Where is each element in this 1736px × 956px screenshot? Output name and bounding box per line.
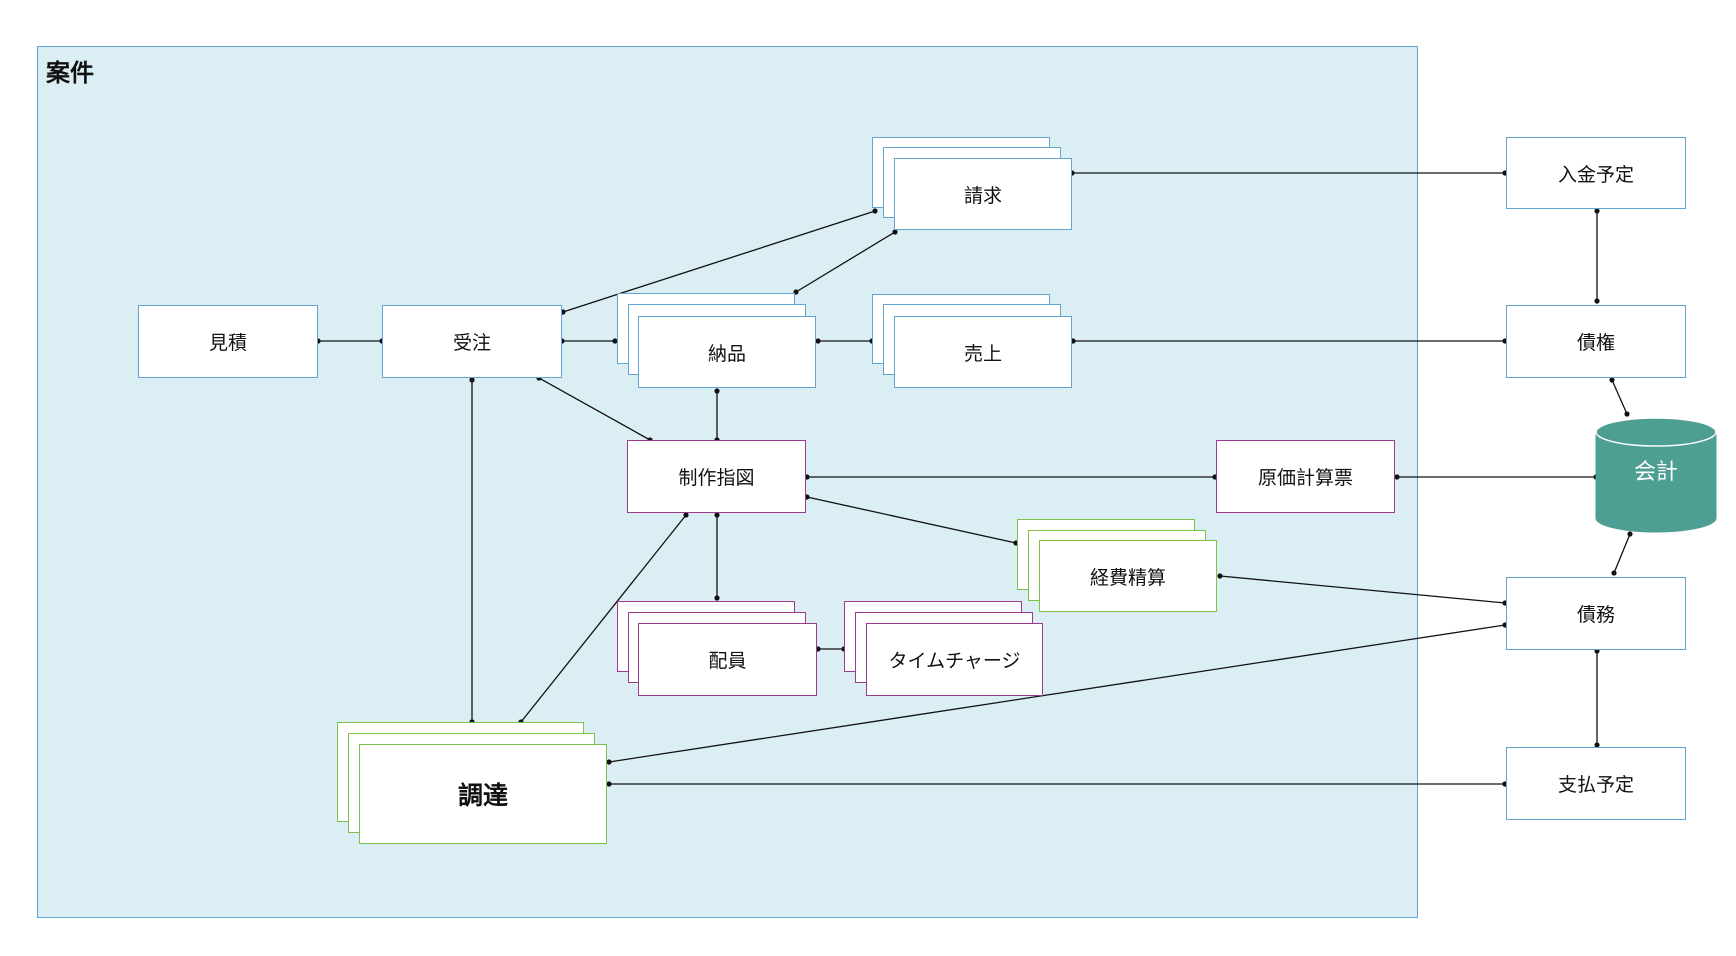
node-saiken[interactable]: 債権 xyxy=(1506,305,1686,378)
kaikei-label: 会計 xyxy=(1633,460,1678,485)
node-uriage[interactable]: 売上 xyxy=(894,316,1072,388)
node-haiin[interactable]: 配員 xyxy=(638,623,817,696)
node-shiharai[interactable]: 支払予定 xyxy=(1506,747,1686,820)
database-icon xyxy=(1595,417,1717,533)
edge-saiken-kaikei xyxy=(1611,379,1628,415)
node-seikyu[interactable]: 請求 xyxy=(894,158,1072,230)
edge-kaikei-saimu xyxy=(1613,533,1631,574)
node-genka[interactable]: 原価計算票 xyxy=(1216,440,1395,513)
node-keihi[interactable]: 経費精算 xyxy=(1039,540,1217,612)
node-seisaku[interactable]: 制作指図 xyxy=(627,440,806,513)
node-nohin[interactable]: 納品 xyxy=(638,316,816,388)
node-nyukin[interactable]: 入金予定 xyxy=(1506,137,1686,209)
node-kaikei[interactable]: 会計 xyxy=(1595,417,1717,534)
node-mitsumori[interactable]: 見積 xyxy=(138,305,318,378)
group-title: 案件 xyxy=(46,59,94,87)
node-juchu[interactable]: 受注 xyxy=(382,305,562,378)
node-timecharge[interactable]: タイムチャージ xyxy=(866,623,1043,696)
node-chotatsu[interactable]: 調達 xyxy=(359,744,607,844)
node-saimu[interactable]: 債務 xyxy=(1506,577,1686,650)
